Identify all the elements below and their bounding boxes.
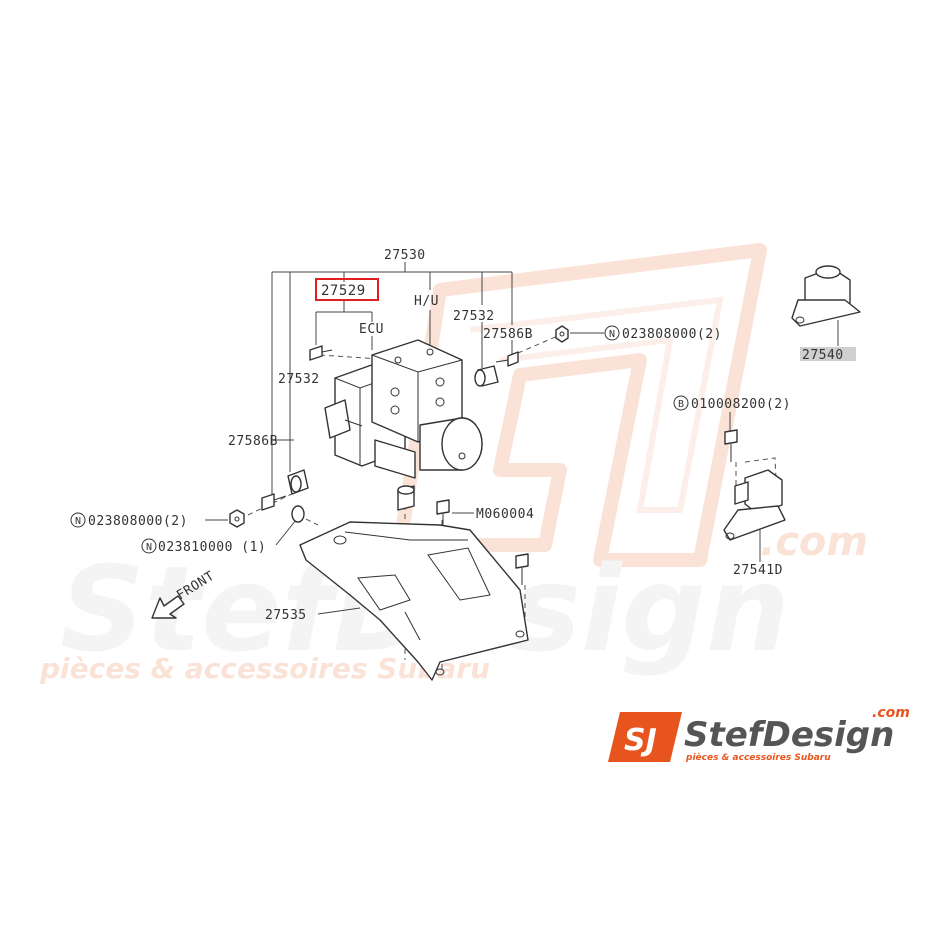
bolt-b	[724, 429, 738, 462]
label-nut-left: 023808000(2)	[88, 514, 188, 529]
label-nut-right: 023808000(2)	[622, 327, 722, 342]
circle-b: B	[678, 399, 684, 410]
label-27586b-right: 27586B	[483, 327, 533, 342]
bolt-m060004	[436, 499, 450, 528]
bushing-left	[287, 469, 309, 495]
label-27535: 27535	[265, 608, 307, 623]
label-ecu: ECU	[359, 322, 384, 337]
center-spacer	[397, 485, 415, 511]
circle-n-lower: N	[146, 542, 152, 553]
nut-lower	[291, 505, 305, 523]
watermark-sj-mark	[393, 243, 767, 567]
label-27541d: 27541D	[733, 563, 783, 578]
fasteners	[229, 325, 738, 585]
sensor-27540	[791, 265, 861, 327]
label-27586b-left: 27586B	[228, 434, 278, 449]
label-27532-left: 27532	[278, 372, 320, 387]
label-m060004: M060004	[476, 507, 534, 522]
highlight-box	[315, 278, 379, 301]
nut-right-code: N 023808000(2)	[604, 325, 722, 342]
logo-tld: .com	[872, 705, 910, 721]
mounting-bracket	[299, 521, 529, 681]
circle-n-left: N	[75, 516, 81, 527]
nut-left-code: N 023808000(2)	[70, 512, 188, 529]
ecu-screw	[309, 345, 333, 361]
label-nut-lower: 023810000 (1)	[158, 540, 266, 555]
logo-mark: SJ	[608, 712, 682, 762]
label-27532-right: 27532	[453, 309, 495, 324]
bolt-left	[261, 493, 287, 511]
nut-lower-code: N 023810000 (1)	[141, 538, 266, 555]
label-27540-bg	[800, 347, 856, 361]
circle-n-right: N	[609, 329, 615, 340]
sensor-27541d	[723, 469, 786, 541]
label-27540: 27540	[802, 348, 844, 363]
watermark-tld: .com	[760, 519, 868, 565]
part-labels: 27530 27529 H/U ECU 27532 27586B N 02380…	[70, 248, 856, 623]
label-hu: H/U	[414, 294, 439, 309]
abs-hydraulic-unit	[324, 339, 483, 479]
bolt-b-code: B 010008200(2)	[673, 395, 791, 412]
logo-tagline: pièces & accessoires Subaru	[685, 752, 831, 763]
bolt-lower-right	[515, 553, 529, 585]
leader-lines	[205, 262, 839, 615]
nut-left	[229, 509, 245, 528]
label-27529: 27529	[321, 283, 366, 299]
logo-name: StefDesign	[684, 715, 894, 755]
bushing-right	[474, 365, 499, 387]
label-27530: 27530	[384, 248, 426, 263]
front-arrow	[151, 595, 185, 619]
logo-mark-text: SJ	[624, 723, 657, 758]
nut-right	[555, 325, 569, 343]
stefdesign-logo: SJ StefDesign .com pièces & accessoires …	[608, 705, 910, 763]
label-bolt-b: 010008200(2)	[691, 397, 791, 412]
bolt-right	[495, 351, 519, 367]
